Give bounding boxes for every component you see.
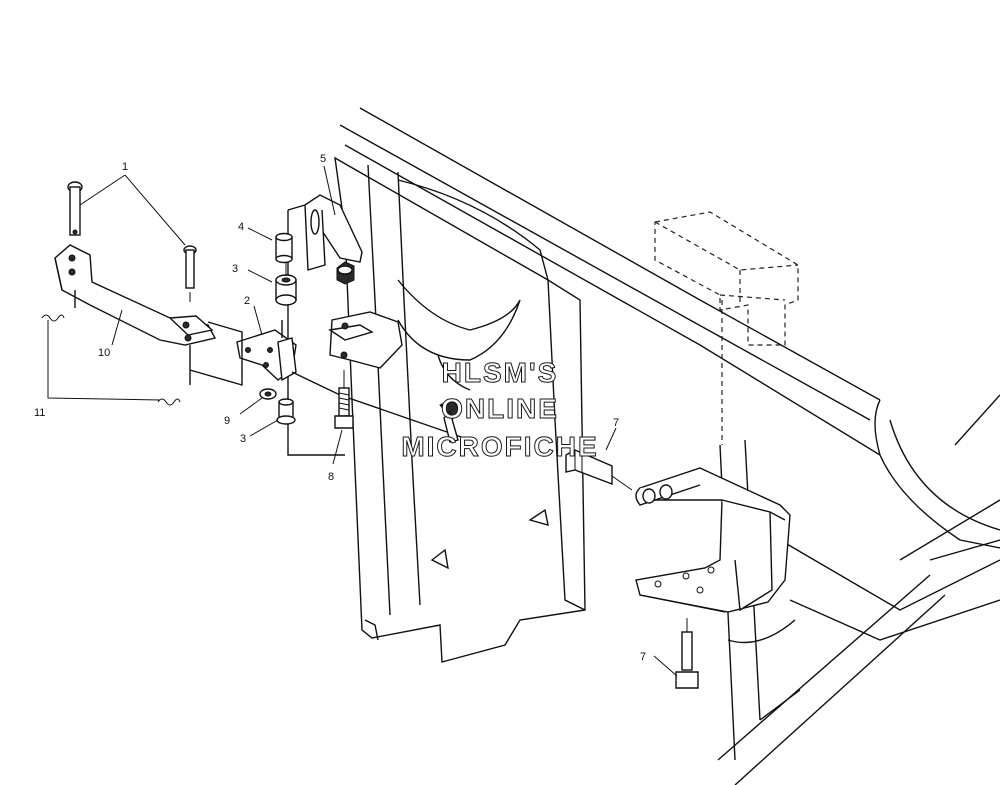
watermark-line-2: ONLINE — [441, 393, 559, 424]
leader-lines — [47, 165, 678, 677]
callout-9: 9 — [224, 415, 230, 427]
callout-5: 5 — [320, 153, 326, 165]
callout-4: 4 — [238, 221, 244, 233]
watermark-line-1: HLSM'S — [442, 357, 559, 388]
callout-2: 2 — [244, 295, 250, 307]
bolt-7-lower — [675, 618, 699, 689]
callout-7-upper: 7 — [613, 417, 619, 429]
callout-8: 8 — [328, 471, 334, 483]
callout-1: 1 — [122, 161, 128, 173]
callout-10: 10 — [98, 347, 110, 359]
bushing-3-upper — [275, 262, 297, 306]
watermark: HLSM'S ONLINE MICROFICHE — [401, 357, 598, 463]
pin-1-left — [67, 181, 83, 236]
bushing-3-lower — [276, 398, 296, 425]
callout-3-lower: 3 — [240, 433, 246, 445]
bushing-4 — [275, 232, 293, 264]
hinge-bracket-2 — [236, 320, 471, 441]
watermark-line-3: MICROFICHE — [401, 431, 598, 462]
callout-labels: 1 2 3 3 4 5 7 7 8 9 10 11 — [34, 153, 646, 663]
bolt-7-upper — [565, 449, 633, 491]
bolt-8 — [334, 370, 354, 429]
pin-1-right — [183, 245, 197, 302]
nut-5 — [336, 261, 355, 285]
clip-11-right — [157, 398, 181, 406]
callout-3-upper: 3 — [232, 263, 238, 275]
motor-mount-bracket — [635, 467, 791, 613]
reference-box-outline — [654, 211, 799, 445]
hinge-plate-5 — [287, 194, 403, 456]
callout-11: 11 — [34, 407, 45, 419]
link-arm-10 — [54, 244, 243, 386]
bolt-center — [439, 399, 461, 443]
lock-washer-9 — [259, 388, 277, 400]
clip-11-left — [41, 314, 65, 322]
callout-7-lower: 7 — [640, 651, 646, 663]
